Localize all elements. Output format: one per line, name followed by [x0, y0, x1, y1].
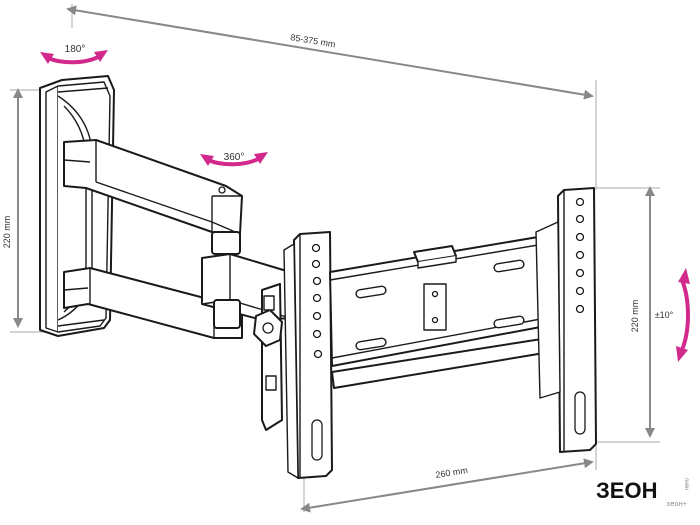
vesa-width-label: 260 mm: [435, 465, 469, 480]
left-vertical-bracket: [283, 231, 333, 479]
tilt-indicator: ±10°: [655, 268, 690, 362]
brand-logo: ЗЕОН ЛАЙН зеон+: [596, 478, 691, 509]
vesa-height-dimension: 220 mm: [596, 186, 660, 443]
right-vertical-bracket: [535, 187, 597, 453]
arm-swivel-indicator: 360°: [200, 152, 268, 167]
wall-swivel-label: 180°: [65, 44, 86, 55]
arm-swivel-label: 360°: [224, 152, 245, 163]
vesa-height-label: 220 mm: [630, 300, 640, 333]
wall-swivel-indicator: 180°: [40, 44, 108, 65]
brand-logo-text: ЗЕОН: [596, 478, 657, 503]
horizontal-plate: [329, 235, 547, 367]
tilt-label: ±10°: [655, 310, 674, 320]
lower-arm: [63, 267, 243, 339]
brand-logo-tagline: зеон+: [666, 501, 687, 509]
brand-logo-side-text: ЛАЙН: [683, 478, 691, 490]
vesa-width-dimension: 260 mm: [300, 446, 597, 513]
tilt-pivot: [253, 283, 283, 431]
upper-arm: [63, 139, 243, 235]
wall-height-label: 220 mm: [2, 216, 12, 249]
